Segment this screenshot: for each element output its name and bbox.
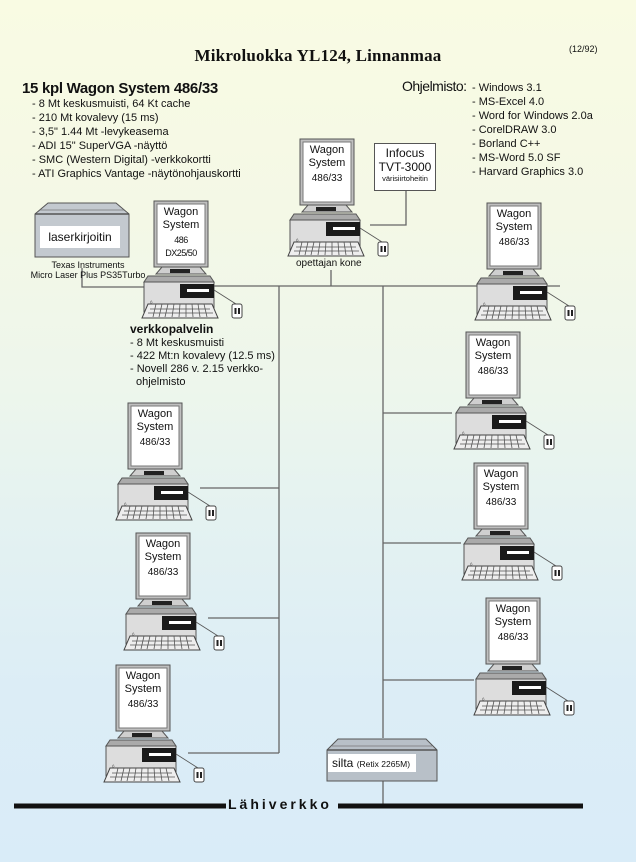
lan-label: Lähiverkko (228, 796, 332, 812)
workstation-screen-text: Wagon System 486/33 (474, 337, 512, 377)
software-item: - Windows 3.1 (472, 82, 542, 94)
software-item: - Borland C++ (472, 138, 541, 150)
page-title: Mikroluokka YL124, Linnanmaa (194, 46, 442, 65)
workstation: ◊ Wagon System 486/33 (122, 532, 262, 652)
svg-text:◊: ◊ (132, 632, 135, 638)
teacher-computer: ◊ Wagon System 486/33 (286, 138, 426, 258)
server-spec-item: - 8 Mt keskusmuisti (130, 337, 225, 349)
spec-item: - ATI Graphics Vantage -näytönohjauskort… (32, 168, 241, 180)
server-spec-item: - 422 Mt:n kovalevy (12.5 ms) (130, 350, 275, 362)
server-computer: ◊ Wagon System 486 DX25/50 (140, 200, 280, 320)
svg-text:◊: ◊ (296, 238, 299, 244)
workstation: ◊ Wagon System 486/33 (452, 331, 592, 451)
svg-text:◊: ◊ (112, 764, 115, 770)
spec-item: - ADI 15" SuperVGA -näyttö (32, 140, 168, 152)
workstation: ◊ Wagon System 486/33 (473, 202, 613, 322)
workstations-spec-title: 15 kpl Wagon System 486/33 (22, 80, 218, 97)
workstation-screen-text: Wagon System 486/33 (482, 468, 520, 508)
svg-text:◊: ◊ (462, 431, 465, 437)
spec-item: - 210 Mt kovalevy (15 ms) (32, 112, 159, 124)
bridge-label: silta (Retix 2265M) (328, 754, 416, 772)
server-spec-item: ohjelmisto (136, 376, 186, 388)
workstation-screen-text: Wagon System 486/33 (494, 603, 532, 643)
software-item: - Word for Windows 2.0a (472, 110, 593, 122)
spec-item: - SMC (Western Digital) -verkkokortti (32, 154, 211, 166)
printer-label: laserkirjoitin (40, 226, 120, 248)
software-list: - Windows 3.1 - MS-Excel 4.0 - Word for … (472, 81, 593, 179)
svg-text:◊: ◊ (470, 562, 473, 568)
workstation-screen-text: Wagon System 486/33 (144, 538, 182, 578)
workstation-screen-text: Wagon System 486/33 (495, 208, 533, 248)
printer-caption: Texas Instruments Micro Laser Plus PS35T… (30, 260, 146, 280)
workstation: ◊ Wagon System 486/33 (102, 664, 242, 784)
server-spec-item: - Novell 286 v. 2.15 verkko- (130, 363, 264, 375)
svg-text:◊: ◊ (150, 300, 153, 306)
server-spec-list: - 8 Mt keskusmuisti - 422 Mt:n kovalevy … (130, 337, 275, 389)
date-label: (12/92) (569, 44, 598, 54)
teacher-screen-text: Wagon System 486/33 (308, 144, 346, 184)
workstation: ◊ Wagon System 486/33 (460, 462, 600, 582)
software-item: - MS-Word 5.0 SF (472, 152, 561, 164)
server-screen-text: Wagon System 486 DX25/50 (162, 206, 200, 258)
svg-text:◊: ◊ (483, 302, 486, 308)
spec-item: - 8 Mt keskusmuisti, 64 Kt cache (32, 98, 191, 110)
software-label: Ohjelmisto: (402, 78, 467, 94)
projector-box: Infocus TVT-3000 värisiirtoheitin (374, 143, 436, 191)
spec-item: - 3,5" 1.44 Mt -levykeasema (32, 126, 169, 138)
software-item: - MS-Excel 4.0 (472, 96, 545, 108)
software-item: - CorelDRAW 3.0 (472, 124, 557, 136)
svg-text:◊: ◊ (124, 502, 127, 508)
workstation: ◊ Wagon System 486/33 (472, 597, 612, 717)
svg-text:◊: ◊ (482, 697, 485, 703)
workstation: ◊ Wagon System 486/33 (114, 402, 254, 522)
workstations-spec-list: - 8 Mt keskusmuisti, 64 Kt cache - 210 M… (32, 97, 241, 181)
teacher-label: opettajan kone (296, 258, 362, 269)
workstation-screen-text: Wagon System 486/33 (124, 670, 162, 710)
server-title: verkkopalvelin (130, 322, 214, 336)
workstation-screen-text: Wagon System 486/33 (136, 408, 174, 448)
software-item: - Harvard Graphics 3.0 (472, 166, 584, 178)
printer-cable (81, 268, 145, 288)
